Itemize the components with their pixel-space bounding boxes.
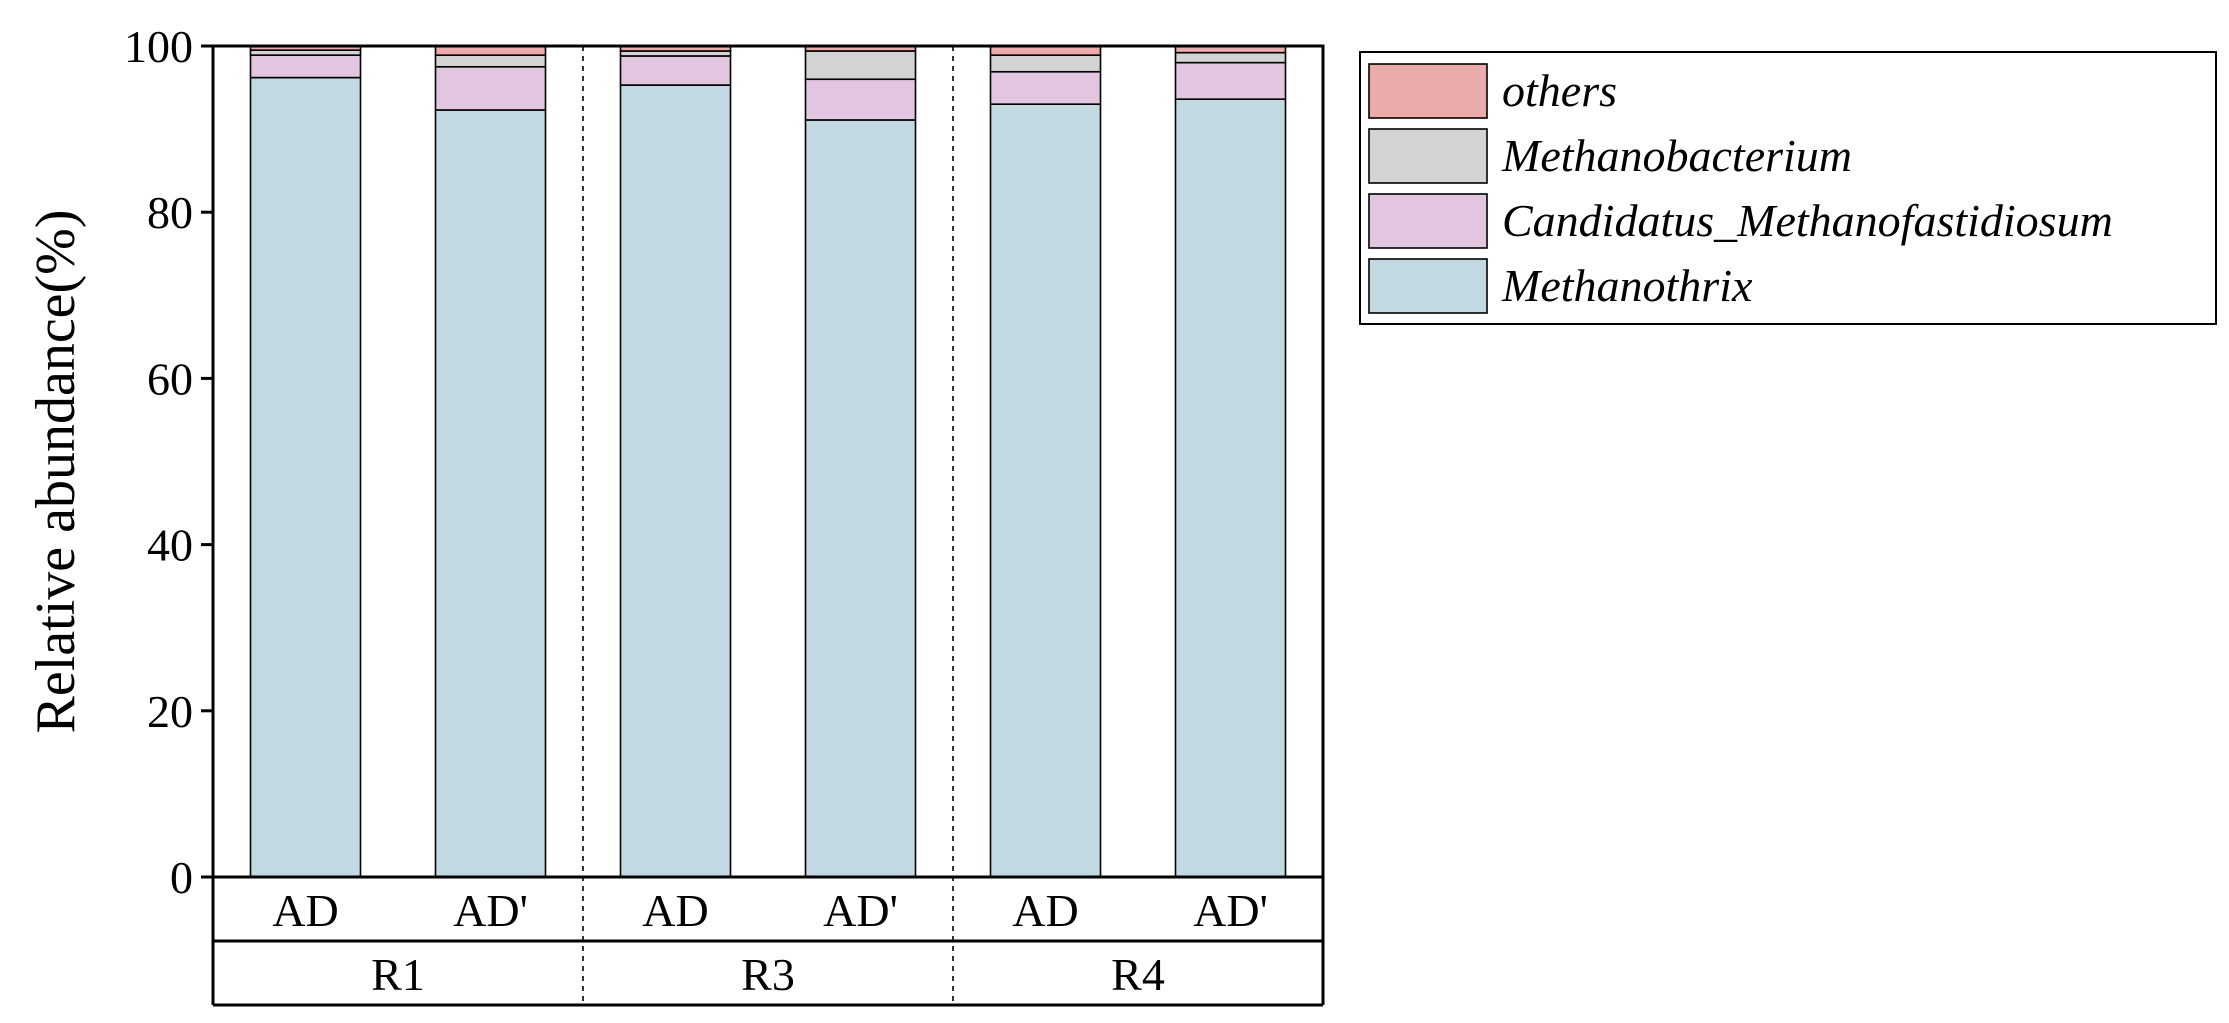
bar-segment-candidatus-methanofastidiosum-0	[249, 54, 362, 79]
bar-segment-methanothrix-0	[249, 76, 362, 878]
bar-segment-methanothrix-5	[1174, 98, 1287, 878]
y-tick-label-100: 100	[124, 21, 193, 72]
y-tick-label-0: 0	[170, 852, 193, 903]
legend: othersMethanobacteriumCandidatus_Methano…	[1359, 51, 2217, 325]
y-tick-label-60: 60	[147, 353, 193, 404]
bar-segment-candidatus-methanofastidiosum-4	[989, 70, 1102, 105]
bar-segment-methanothrix-1	[434, 109, 547, 878]
bar-segment-methanobacterium-3	[804, 50, 917, 81]
category-label-4: AD	[1012, 885, 1078, 936]
bar-segment-methanothrix-4	[989, 103, 1102, 878]
legend-label-methanobacterium: Methanobacterium	[1501, 130, 1852, 181]
bar-segment-methanothrix-2	[619, 84, 732, 878]
category-label-3: AD'	[823, 885, 898, 936]
category-label-1: AD'	[453, 885, 528, 936]
bars-layer	[249, 45, 1287, 878]
group-label-r4: R4	[1111, 949, 1165, 1000]
category-label-2: AD	[642, 885, 708, 936]
y-tick-label-40: 40	[147, 520, 193, 571]
y-tick-label-80: 80	[147, 187, 193, 238]
axes-layer	[201, 44, 1325, 1007]
group-label-r1: R1	[371, 949, 425, 1000]
bar-segment-methanobacterium-4	[989, 54, 1102, 73]
bar-segment-methanobacterium-1	[434, 54, 547, 68]
legend-swatch-candidatus-methanofastidiosum	[1368, 193, 1488, 249]
legend-frame	[1359, 51, 2217, 325]
category-label-5: AD'	[1193, 885, 1268, 936]
y-tick-label-20: 20	[147, 686, 193, 737]
plot-frame	[211, 44, 1325, 879]
group-label-r3: R3	[741, 949, 795, 1000]
legend-label-candidatus-methanofastidiosum: Candidatus_Methanofastidiosum	[1502, 195, 2113, 246]
legend-swatch-others	[1368, 63, 1488, 119]
bar-segment-methanothrix-3	[804, 119, 917, 878]
legend-label-others: others	[1502, 65, 1617, 116]
legend-label-methanothrix: Methanothrix	[1501, 260, 1753, 311]
bar-segment-methanobacterium-5	[1174, 51, 1287, 64]
bar-segment-candidatus-methanofastidiosum-3	[804, 78, 917, 121]
bar-segment-candidatus-methanofastidiosum-2	[619, 55, 732, 86]
bar-segment-candidatus-methanofastidiosum-5	[1174, 61, 1287, 100]
y-axis-label: Relative abundance(%)	[25, 210, 87, 734]
legend-swatch-methanothrix	[1368, 258, 1488, 314]
bar-segment-candidatus-methanofastidiosum-1	[434, 65, 547, 111]
category-label-0: AD	[272, 885, 338, 936]
legend-swatch-methanobacterium	[1368, 128, 1488, 184]
